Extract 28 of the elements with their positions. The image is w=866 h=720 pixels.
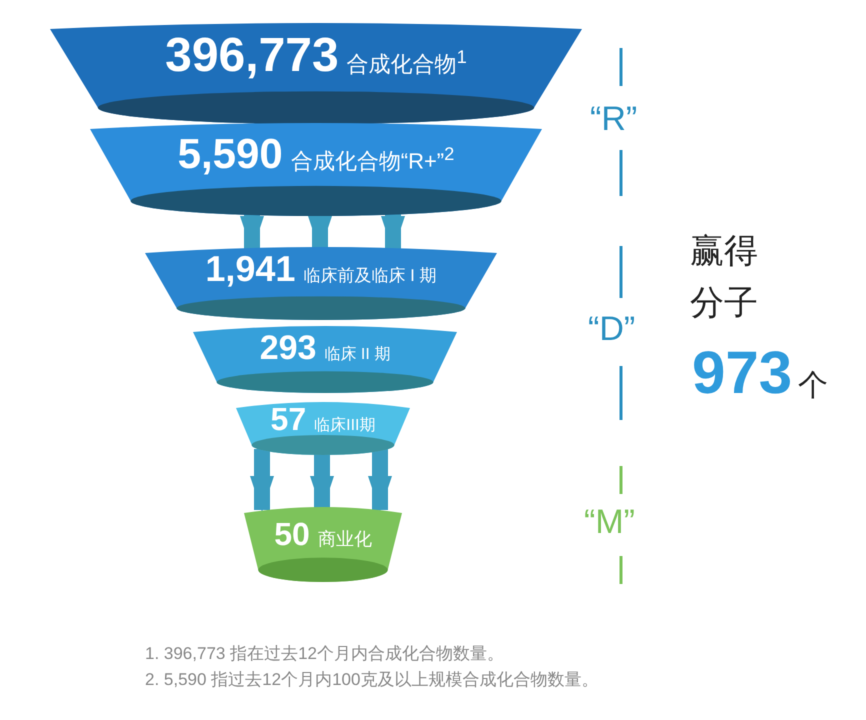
band-number: 5,590: [178, 130, 283, 178]
band-label: 临床前及临床 I 期: [303, 265, 437, 287]
band-label: 合成化合物“R+”$^{2}$: [290, 142, 454, 175]
footnote: 1. 396,773 指在过去12个月内合成化合物数量。: [145, 643, 504, 665]
band-number: 293: [260, 329, 316, 368]
chevron-arrow: [368, 449, 392, 512]
band-number: 50: [274, 516, 310, 553]
band-number: 57: [270, 401, 306, 438]
band-label: 合成化合物$^{1}$: [346, 46, 467, 78]
chevron-arrow: [250, 449, 274, 512]
funnel-band: [50, 22, 582, 124]
funnel-band: [90, 122, 542, 216]
band-label: 商业化: [318, 528, 372, 551]
unit-text: 个: [798, 368, 828, 404]
band-label: 临床III期: [314, 416, 376, 436]
funnel-band: [236, 401, 410, 455]
stage-letter: “R”: [590, 100, 638, 139]
stage-letter: “M”: [584, 503, 635, 542]
funnel-band: [145, 246, 497, 320]
summary-text: 赢得分子: [690, 231, 759, 324]
stage-letter: “D”: [588, 310, 636, 349]
band-number: 1,941: [205, 248, 296, 290]
total-number: 973: [692, 338, 792, 407]
funnel-band: [244, 506, 402, 582]
band-label: 临床 II 期: [324, 344, 390, 365]
footnote: 2. 5,590 指过去12个月内100克及以上规模合成化合物数量。: [145, 669, 598, 691]
funnel-band: [193, 325, 457, 393]
band-number: 396,773: [165, 28, 339, 83]
